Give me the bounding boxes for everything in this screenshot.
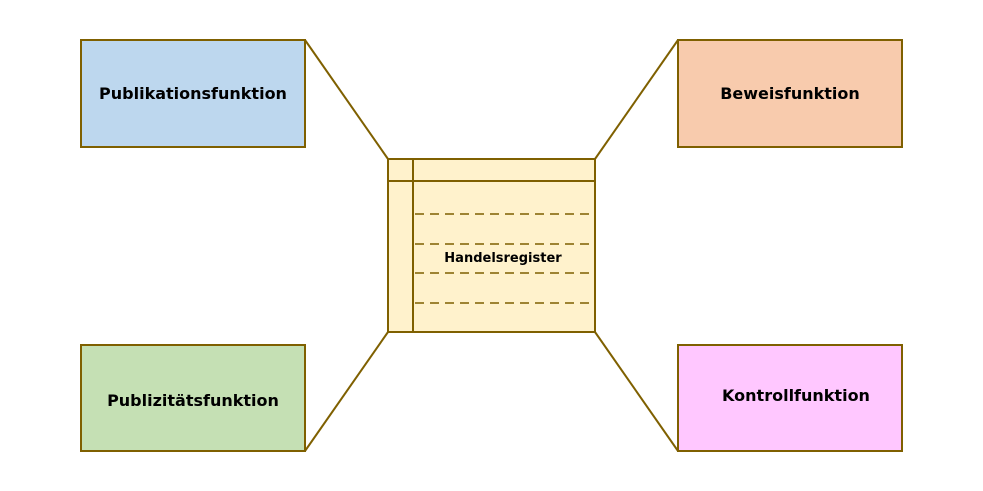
publikationsfunktion-box bbox=[80, 39, 306, 148]
handelsregister-node: Handelsregister bbox=[387, 158, 596, 333]
connector-publizitaet bbox=[304, 331, 389, 452]
connector-publikation bbox=[304, 39, 389, 160]
node-beweisfunktion: Beweisfunktion bbox=[677, 39, 903, 148]
publikationsfunktion-label: Publikationsfunktion bbox=[99, 84, 287, 103]
connector-kontroll bbox=[594, 331, 679, 452]
beweisfunktion-box bbox=[677, 39, 903, 148]
kontrollfunktion-box bbox=[677, 344, 903, 452]
publizitaetsfunktion-box bbox=[80, 344, 306, 452]
handelsregister-label: Handelsregister bbox=[444, 251, 562, 266]
publizitaetsfunktion-label: Publizitätsfunktion bbox=[107, 391, 279, 410]
node-publizitaetsfunktion: Publizitätsfunktion bbox=[80, 344, 306, 452]
connector-beweis bbox=[594, 39, 679, 160]
beweisfunktion-label: Beweisfunktion bbox=[720, 84, 860, 103]
node-publikationsfunktion: Publikationsfunktion bbox=[80, 39, 306, 148]
register-box bbox=[387, 158, 596, 333]
node-kontrollfunktion: Kontrollfunktion bbox=[677, 344, 903, 452]
kontrollfunktion-label: Kontrollfunktion bbox=[722, 386, 870, 405]
